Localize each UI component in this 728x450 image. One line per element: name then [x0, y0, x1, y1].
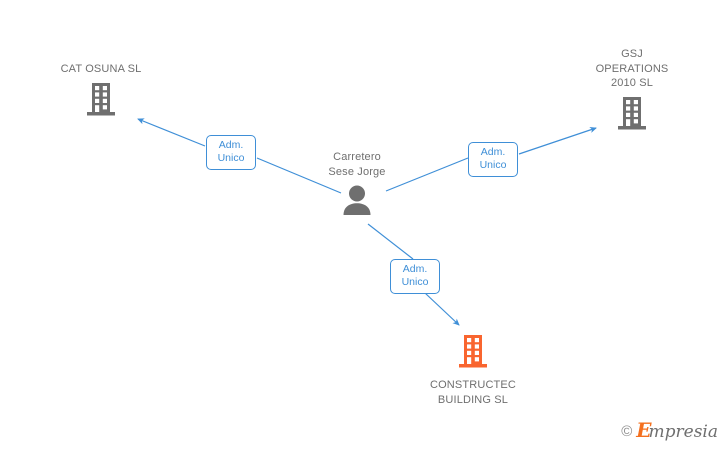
empresia-watermark: © Empresia	[621, 420, 718, 442]
edge-line-person-to-cat-osuna-label	[256, 157, 342, 194]
brand-wordmark: Empresia	[636, 420, 718, 442]
building-icon	[87, 82, 115, 121]
edge-line-person-to-constructec-label	[367, 223, 414, 260]
brand-rest: mpresia	[648, 422, 719, 442]
node-label-carretero-sese-jorge: Carretero Sese Jorge	[328, 151, 386, 178]
copyright-icon: ©	[621, 422, 633, 440]
brand-initial: E	[636, 418, 652, 442]
building-icon	[618, 96, 646, 135]
node-label-gsj-operations-2010-sl: GSJ OPERATIONS 2010 SL	[595, 48, 669, 89]
building-icon	[459, 334, 487, 373]
edge-line-person-to-gsj-label	[385, 157, 469, 192]
edge-arrow-to-cat-osuna	[137, 118, 206, 147]
edge-arrow-to-constructec	[424, 292, 460, 326]
node-carretero-sese-jorge[interactable]: Carretero Sese Jorge	[282, 150, 432, 221]
person-icon	[341, 184, 373, 221]
edge-arrow-to-gsj-operations	[518, 126, 597, 155]
node-constructec-building-sl[interactable]: CONSTRUCTEC BUILDING SL	[398, 334, 548, 407]
edge-label-adm-unico-cat-osuna[interactable]: Adm. Unico	[206, 135, 256, 170]
node-cat-osuna-sl[interactable]: CAT OSUNA SL	[26, 62, 176, 121]
node-label-cat-osuna-sl: CAT OSUNA SL	[60, 63, 142, 75]
edge-label-adm-unico-gsj-operations[interactable]: Adm. Unico	[468, 142, 518, 177]
node-gsj-operations-2010-sl[interactable]: GSJ OPERATIONS 2010 SL	[557, 47, 707, 135]
node-label-constructec-building-sl: CONSTRUCTEC BUILDING SL	[430, 379, 516, 406]
edge-label-adm-unico-constructec[interactable]: Adm. Unico	[390, 259, 440, 294]
